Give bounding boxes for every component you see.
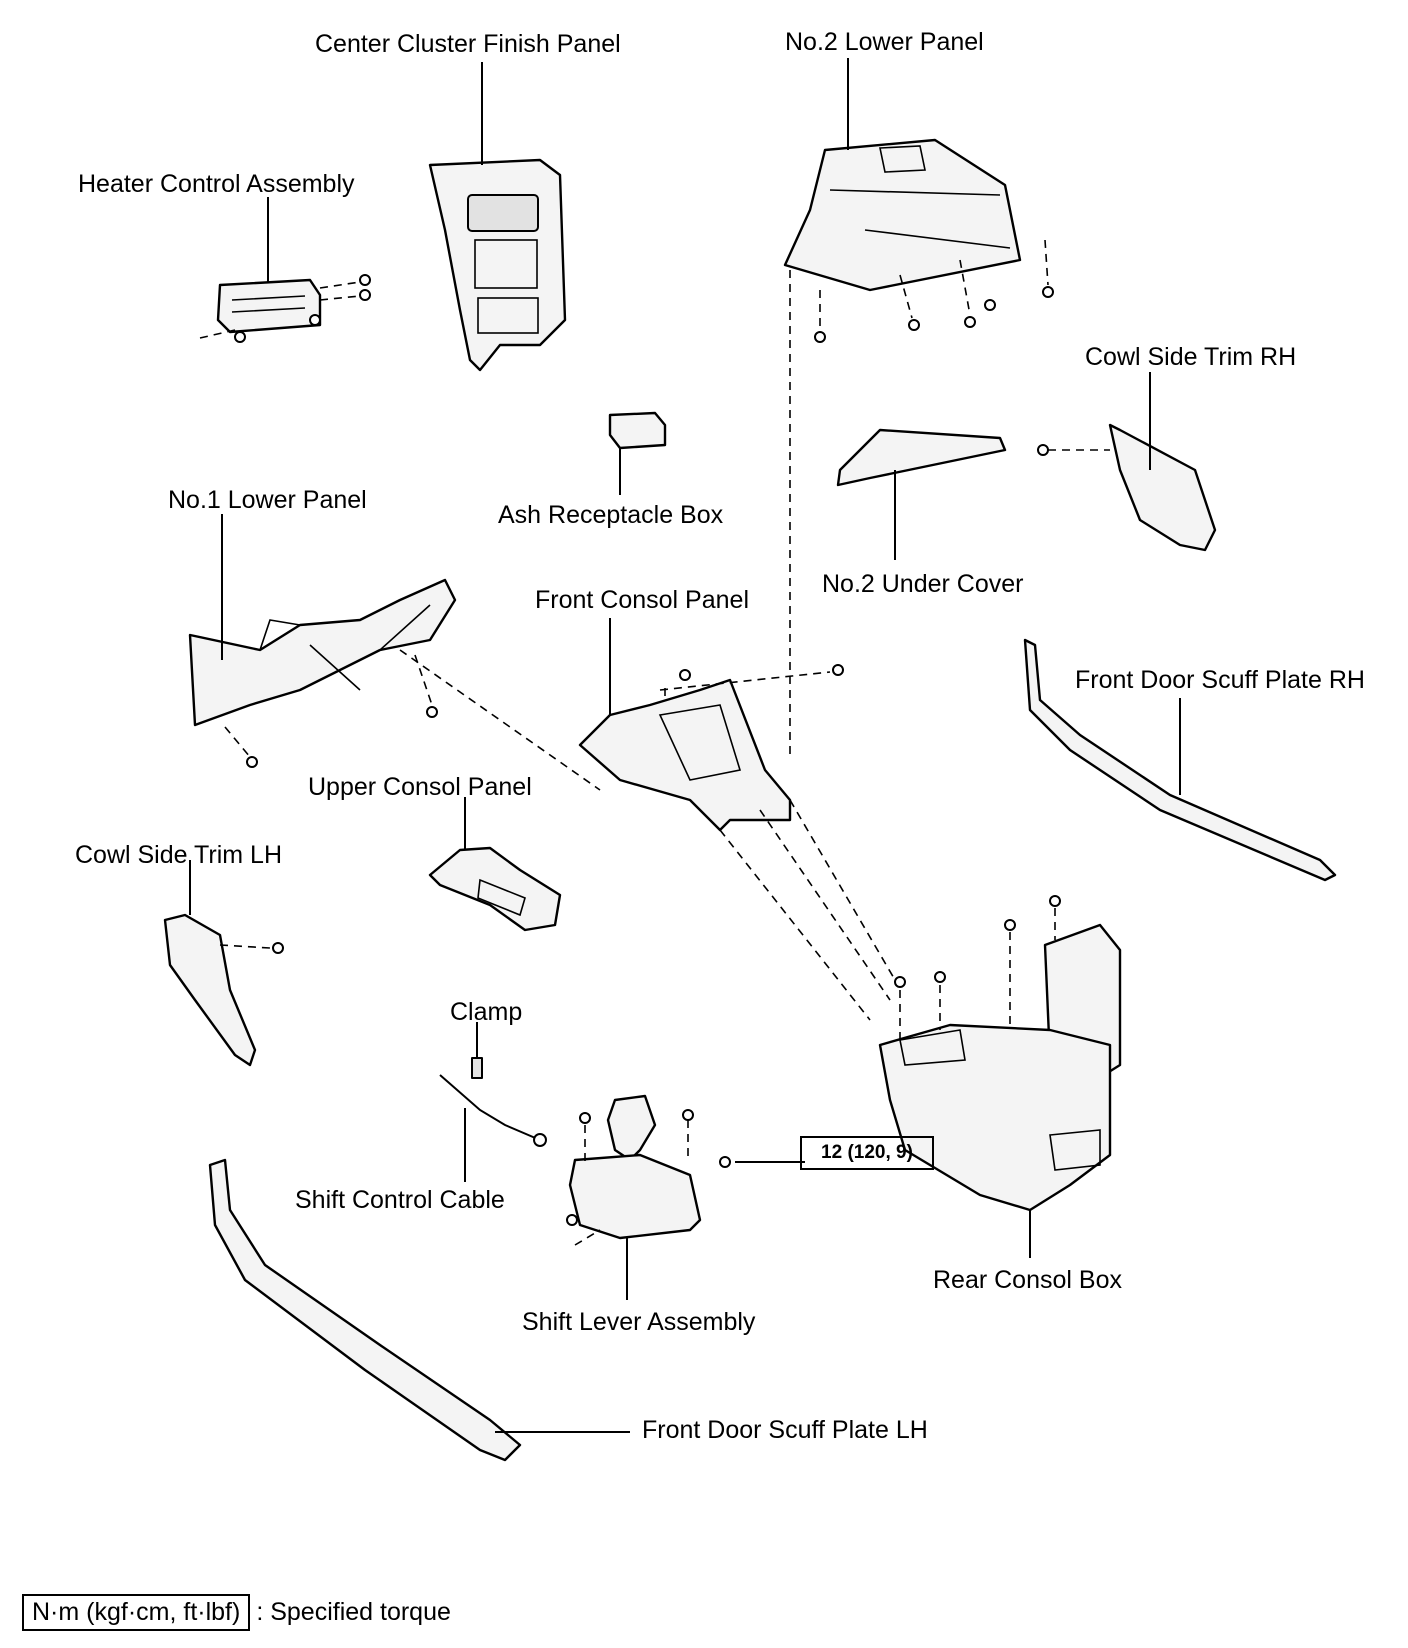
legend-description: : Specified torque <box>256 1598 451 1626</box>
label-rear-consol-box: Rear Consol Box <box>933 1266 1122 1294</box>
no2-under-cover-part <box>836 428 1110 560</box>
label-heater-control-assembly: Heater Control Assembly <box>78 170 355 198</box>
front-door-scuff-plate-lh-part <box>208 1158 630 1462</box>
cowl-side-trim-rh-part <box>1108 372 1217 552</box>
label-clamp: Clamp <box>450 998 523 1026</box>
torque-spec-box: 12 (120, 9) <box>800 1136 934 1170</box>
legend-unit-box: N·m (kgf·cm, ft·lbf) <box>22 1594 251 1631</box>
label-upper-consol-panel: Upper Consol Panel <box>308 773 532 801</box>
label-cowl-side-trim-rh: Cowl Side Trim RH <box>1085 343 1297 371</box>
shift-control-cable-part <box>439 1022 547 1182</box>
front-door-scuff-plate-rh-part <box>1023 638 1337 882</box>
label-front-door-scuff-plate-rh: Front Door Scuff Plate RH <box>1075 666 1365 694</box>
label-front-consol-panel: Front Consol Panel <box>535 586 750 614</box>
label-no1-lower-panel: No.1 Lower Panel <box>168 486 367 514</box>
label-cowl-side-trim-lh: Cowl Side Trim LH <box>75 841 282 869</box>
label-shift-lever-assembly: Shift Lever Assembly <box>522 1308 756 1336</box>
torque-legend: N·m (kgf·cm, ft·lbf) : Specified torque <box>22 1594 451 1631</box>
label-center-cluster-finish-panel: Center Cluster Finish Panel <box>315 30 621 58</box>
upper-consol-panel-part <box>428 797 562 932</box>
heater-control-assembly-part <box>199 197 371 343</box>
shift-lever-assembly-part <box>566 1094 805 1300</box>
rear-consol-box-part <box>878 895 1122 1258</box>
ash-receptacle-box-part <box>608 411 667 495</box>
no2-lower-panel-part <box>783 58 1054 760</box>
no1-lower-panel-part <box>188 514 601 791</box>
label-no2-lower-panel: No.2 Lower Panel <box>785 28 984 56</box>
cowl-side-trim-lh-part <box>163 860 284 1067</box>
label-ash-receptacle-box: Ash Receptacle Box <box>498 501 724 529</box>
front-consol-panel-part <box>578 618 896 1021</box>
label-shift-control-cable: Shift Control Cable <box>295 1186 505 1214</box>
center-cluster-finish-panel-part <box>428 62 567 372</box>
label-front-door-scuff-plate-lh: Front Door Scuff Plate LH <box>642 1416 928 1444</box>
label-no2-under-cover: No.2 Under Cover <box>822 570 1024 598</box>
